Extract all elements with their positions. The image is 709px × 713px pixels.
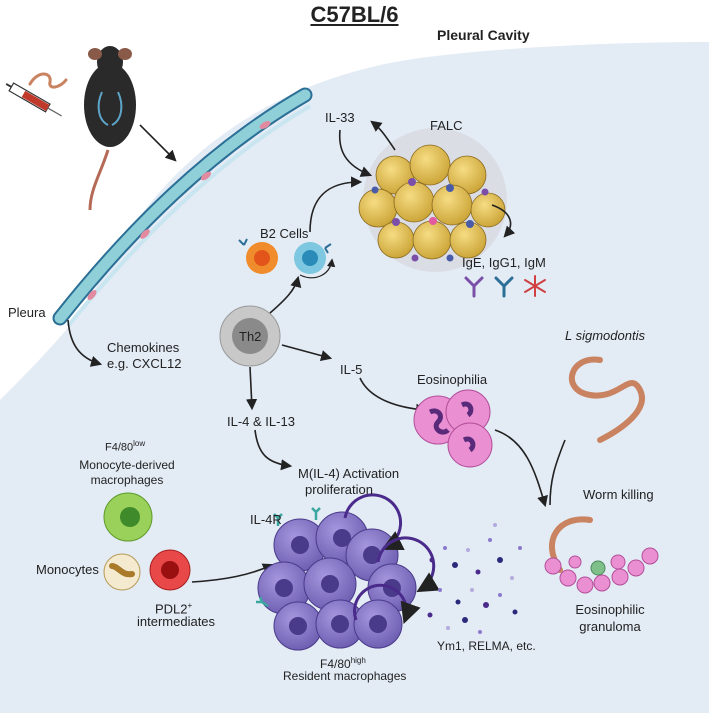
arrow-mouse-to-pleura bbox=[139, 124, 177, 162]
worm-killing-label: Worm killing bbox=[583, 487, 654, 502]
granuloma-label-2: granuloma bbox=[579, 619, 641, 634]
falc-cluster bbox=[358, 128, 507, 272]
arrow-th2-to-il4 bbox=[245, 366, 258, 411]
arrow-th2-to-il5 bbox=[281, 344, 333, 362]
il33-label: IL-33 bbox=[325, 110, 355, 125]
f480-high-sup: high bbox=[350, 656, 366, 665]
mono-derived-macrophages-label: macrophages bbox=[90, 473, 164, 487]
secreted-factors bbox=[427, 523, 522, 634]
syringe-icon bbox=[5, 82, 62, 117]
proliferation-arrows bbox=[343, 493, 440, 624]
chemokines-example-label: e.g. CXCL12 bbox=[107, 356, 182, 371]
falc-label: FALC bbox=[430, 118, 463, 133]
pdl2-base: PDL2 bbox=[155, 601, 188, 617]
parasite-label: L sigmodontis bbox=[565, 328, 645, 343]
f480-low-base: F4/80 bbox=[105, 441, 134, 454]
arrow-monocytes-to-macrophages bbox=[191, 563, 275, 583]
th2-cell bbox=[219, 305, 281, 367]
pdl2-label: PDL2+ bbox=[155, 598, 192, 617]
chemokines-label: Chemokines bbox=[107, 340, 180, 355]
arrow-falc-to-antibodies bbox=[491, 204, 516, 238]
pleura-membrane bbox=[52, 87, 313, 328]
resident-macrophages-label: Resident macrophages bbox=[283, 669, 407, 683]
worm-icon bbox=[568, 356, 645, 443]
eosinophil-cluster bbox=[413, 389, 493, 468]
f480-low-label: F4/80low bbox=[105, 436, 145, 456]
pleural-cavity-label: Pleural Cavity bbox=[437, 27, 530, 43]
il5-label: IL-5 bbox=[340, 362, 363, 377]
proliferation-label: proliferation bbox=[305, 482, 373, 497]
granuloma-icon bbox=[544, 516, 659, 594]
antibody-icons bbox=[464, 275, 546, 298]
eosinophilia-label: Eosinophilia bbox=[417, 372, 488, 387]
strain-title: C57BL/6 bbox=[310, 2, 399, 27]
monocytes-label: Monocytes bbox=[36, 562, 99, 577]
activation-label: M(IL-4) Activation bbox=[298, 466, 400, 481]
il4r-label: IL-4R bbox=[250, 512, 282, 527]
b2-cells-label: B2 Cells bbox=[260, 226, 309, 241]
monocyte-derived-macrophage bbox=[103, 492, 153, 542]
f480-high-base: F4/80 bbox=[320, 657, 351, 671]
resident-macrophage-cluster bbox=[256, 507, 417, 651]
mouse-icon bbox=[84, 46, 136, 211]
arrow-pleura-to-chemokines bbox=[67, 319, 103, 367]
antibodies-label: IgE, IgG1, IgM bbox=[462, 255, 546, 270]
b2-cell-icons bbox=[238, 238, 336, 279]
th2-label: Th2 bbox=[239, 329, 262, 344]
larva-icon bbox=[28, 72, 68, 89]
ym1-label: Ym1, RELMA, etc. bbox=[437, 639, 536, 653]
arrow-il33-to-falc bbox=[338, 129, 373, 177]
arrow-il4-to-activation bbox=[254, 429, 293, 471]
intermediates-label: intermediates bbox=[137, 614, 216, 629]
f480-high-label: F4/80high bbox=[320, 653, 366, 672]
arrow-eosinophils-to-granuloma bbox=[494, 429, 548, 508]
il4-il13-label: IL-4 & IL-13 bbox=[227, 414, 295, 429]
arrow-b2-to-falc bbox=[309, 176, 363, 233]
granuloma-label: Eosinophilic bbox=[575, 602, 645, 617]
f480-low-sup: low bbox=[133, 439, 146, 448]
arrow-th2-to-b2 bbox=[269, 275, 302, 314]
pleura-label: Pleura bbox=[8, 305, 46, 320]
arrow-worm-to-granuloma bbox=[549, 439, 566, 506]
mono-derived-label: Monocyte-derived bbox=[79, 458, 175, 472]
arrow-falc-to-il33 bbox=[370, 120, 396, 151]
pdl2-sup: + bbox=[187, 601, 193, 610]
monocyte-icons bbox=[103, 549, 191, 591]
